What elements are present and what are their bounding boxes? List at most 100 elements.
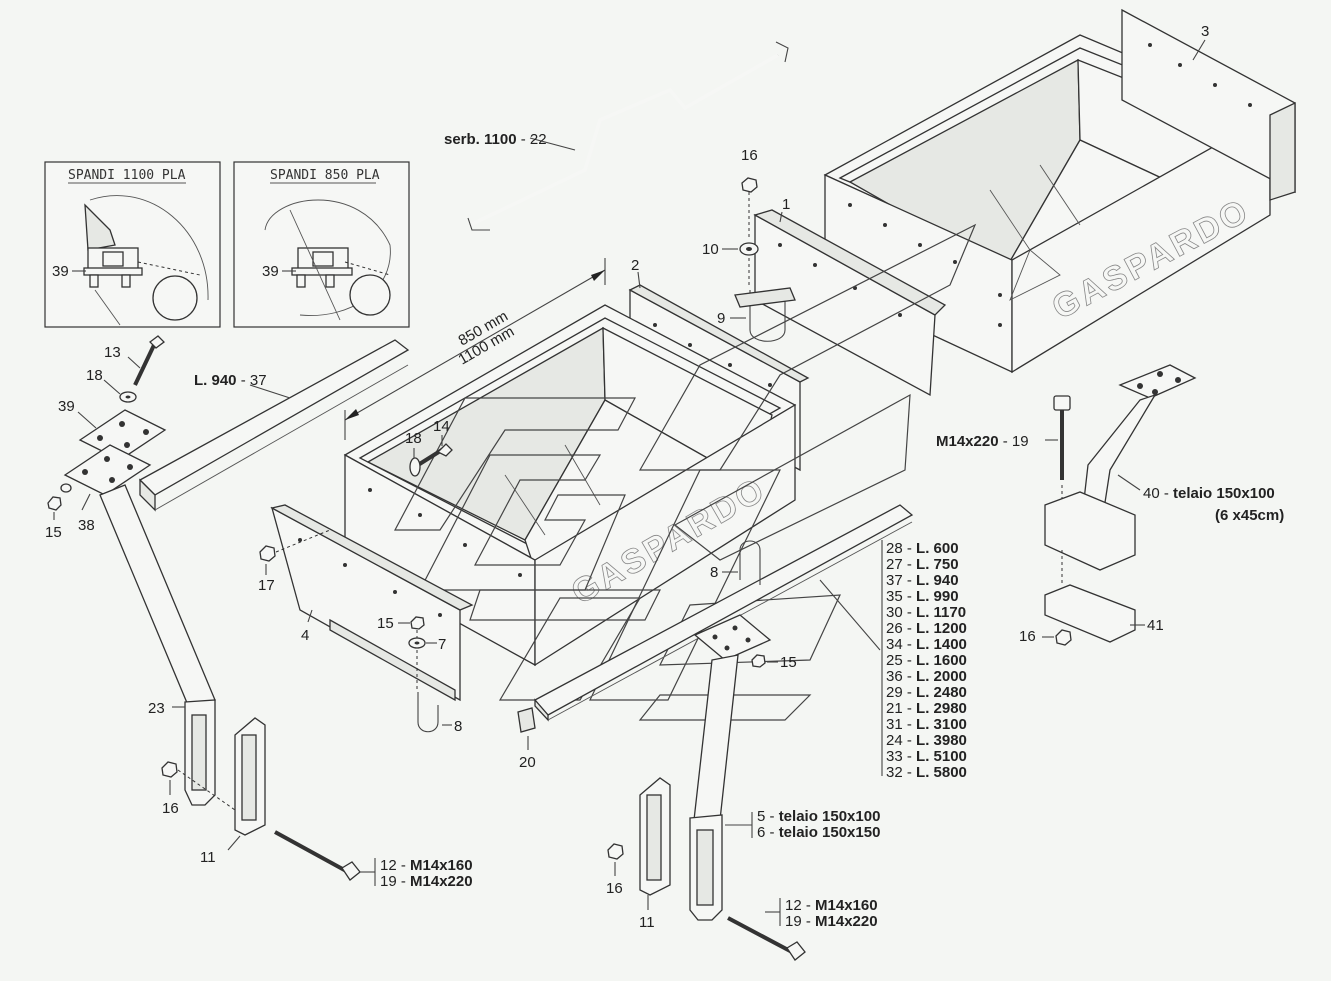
- callout-10: 10: [702, 241, 719, 258]
- length-row: 33 - L. 5100: [886, 748, 967, 765]
- callout-39-inset-b: 39: [262, 263, 279, 280]
- part-11-bracket-left: [227, 717, 266, 851]
- callout-2: 2: [631, 257, 639, 274]
- callout-1: 1: [782, 196, 790, 213]
- length-row-value: L. 2000: [916, 668, 967, 685]
- part-18-washer-left: [103, 379, 137, 403]
- length-row-number: 34: [886, 636, 903, 653]
- callout-16-bottom: 16: [606, 880, 623, 897]
- svg-text:serb. 1100 - 22: serb. 1100 - 22: [444, 131, 547, 148]
- length-row: 37 - L. 940: [886, 572, 959, 589]
- svg-text:19 - M14x220: 19 - M14x220: [785, 913, 878, 930]
- part-16-nut-bottom: [607, 843, 624, 876]
- inset-title: SPANDI 850 PLA: [270, 168, 380, 183]
- part-40-arm: [1044, 364, 1197, 571]
- length-row: 24 - L. 3980: [886, 732, 967, 749]
- part-4-plate: [270, 504, 474, 702]
- l940-number: - 37: [237, 372, 267, 389]
- length-row-value: L. 3980: [916, 732, 967, 749]
- length-row-value: L. 750: [916, 556, 959, 573]
- length-row-number: 36: [886, 668, 903, 685]
- length-row-number: 28: [886, 540, 903, 557]
- m14-number: - 19: [999, 433, 1029, 450]
- length-row-value: L. 1400: [916, 636, 967, 653]
- part-41-bracket: [1044, 550, 1145, 643]
- callout-17: 17: [258, 577, 275, 594]
- length-row: 34 - L. 1400: [886, 636, 967, 653]
- part-3-plate: [1121, 8, 1296, 201]
- svg-text:5 - telaio 150x100: 5 - telaio 150x100: [757, 808, 880, 825]
- part-15-plate-center: [693, 614, 778, 668]
- length-row-value: L. 940: [916, 572, 959, 589]
- svg-text:6 - telaio 150x150: 6 - telaio 150x150: [757, 824, 880, 841]
- length-row-number: 30: [886, 604, 903, 621]
- length-row-number: 37: [886, 572, 903, 589]
- length-row-value: L. 2980: [916, 700, 967, 717]
- callout-15-right: 15: [780, 654, 797, 671]
- length-row: 25 - L. 1600: [886, 652, 967, 669]
- length-row-value: L. 5100: [916, 748, 967, 765]
- length-row: 26 - L. 1200: [886, 620, 967, 637]
- svg-text:40 - telaio 150x100: 40 - telaio 150x100: [1143, 485, 1275, 502]
- bolt-right-lower: [727, 898, 806, 961]
- callout-13: 13: [104, 344, 121, 361]
- bolt-left-0-val: M14x160: [410, 857, 473, 874]
- callout-16-top: 16: [741, 147, 758, 164]
- callout-20: 20: [519, 754, 536, 771]
- bolt-left-1-val: M14x220: [410, 873, 473, 890]
- part-15-nut-center: [398, 616, 425, 638]
- telaio40-sub: (6 x45cm): [1215, 507, 1284, 524]
- callout-15-center: 15: [377, 615, 394, 632]
- bolt-left-0-num: 12: [380, 857, 397, 874]
- length-row-number: 33: [886, 748, 903, 765]
- callout-38: 38: [78, 517, 95, 534]
- part-8-ubolt-center: [417, 692, 452, 733]
- telaio-opt-0-num: 5: [757, 808, 765, 825]
- telaio-opt-1-val: telaio 150x150: [779, 824, 881, 841]
- callout-8-center: 8: [454, 718, 462, 735]
- svg-text:M14x220 - 19: M14x220 - 19: [936, 433, 1029, 450]
- callout-18-left: 18: [86, 367, 103, 384]
- serb-number: - 22: [517, 131, 547, 148]
- length-row-value: L. 990: [916, 588, 959, 605]
- bolt-right-0-val: M14x160: [815, 897, 878, 914]
- frame-rail-long: [533, 504, 914, 722]
- part-23-arm: [99, 484, 216, 806]
- callout-23: 23: [148, 700, 165, 717]
- inset-spandi-1100: SPANDI 1100 PLA 39: [44, 161, 221, 328]
- callout-15-left: 15: [45, 524, 62, 541]
- length-row: 21 - L. 2980: [886, 700, 967, 717]
- length-row: 31 - L. 3100: [886, 716, 967, 733]
- inset-spandi-850: SPANDI 850 PLA 39: [233, 161, 410, 328]
- part-11-bracket-right: [639, 777, 671, 910]
- callout-39-inset-a: 39: [52, 263, 69, 280]
- length-row-value: L. 3100: [916, 716, 967, 733]
- callout-39-left: 39: [58, 398, 75, 415]
- callout-14: 14: [433, 418, 450, 435]
- callout-7: 7: [438, 636, 446, 653]
- bolt-left-1-num: 19: [380, 873, 397, 890]
- length-row-number: 26: [886, 620, 903, 637]
- length-row-value: L. 1200: [916, 620, 967, 637]
- callout-11-right: 11: [639, 914, 655, 931]
- length-row: 27 - L. 750: [886, 556, 959, 573]
- m14-label: M14x220: [936, 433, 999, 450]
- length-row-number: 21: [886, 700, 903, 717]
- part-13-bolt: [127, 335, 165, 386]
- callout-16-left: 16: [162, 800, 179, 817]
- bolt-right-1-val: M14x220: [815, 913, 878, 930]
- length-row-number: 27: [886, 556, 903, 573]
- length-row: 32 - L. 5800: [886, 764, 967, 781]
- bolt-right-1-num: 19: [785, 913, 802, 930]
- part-37-tube: [138, 339, 410, 512]
- svg-text:19 - M14x220: 19 - M14x220: [380, 873, 473, 890]
- length-row-value: L. 1170: [916, 604, 966, 621]
- bolt-right-0-num: 12: [785, 897, 802, 914]
- part-16-nut-top: [741, 177, 758, 240]
- part-5-arm: [689, 654, 753, 921]
- svg-text:12 - M14x160: 12 - M14x160: [785, 897, 878, 914]
- length-row: 35 - L. 990: [886, 588, 959, 605]
- length-row-number: 35: [886, 588, 903, 605]
- length-row-value: L. 2480: [916, 684, 967, 701]
- part-19-bolt-right: [1045, 395, 1071, 515]
